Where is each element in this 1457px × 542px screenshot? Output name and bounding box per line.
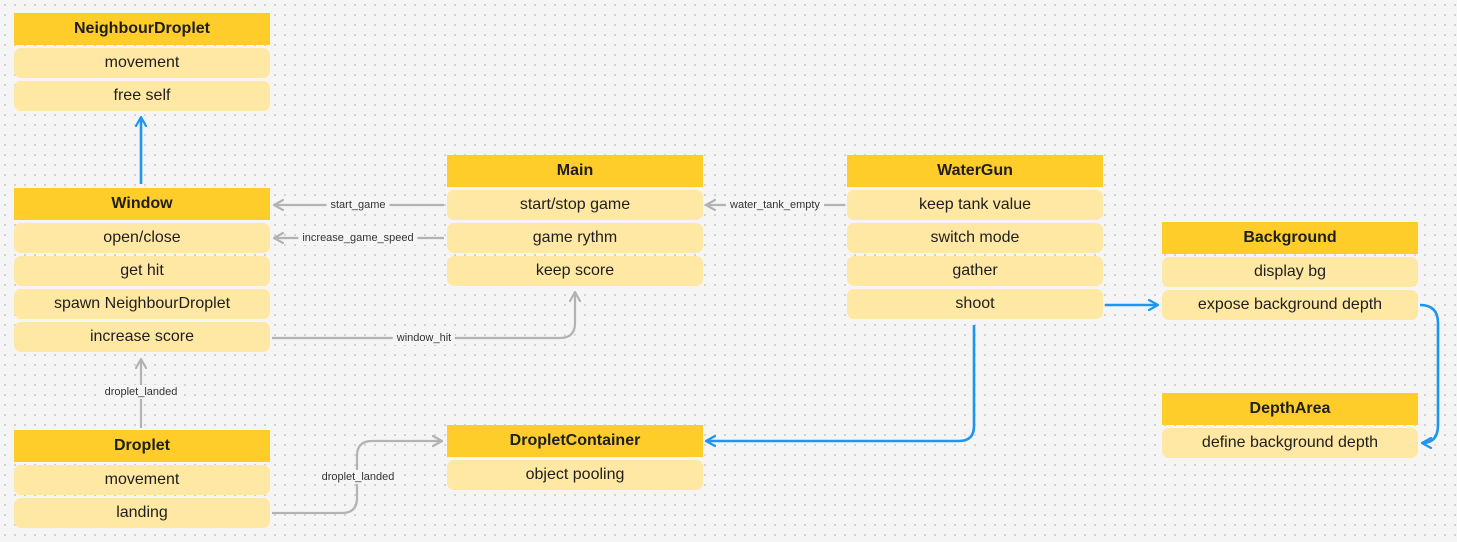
node-item: display bg (1162, 257, 1418, 287)
node-item: gather (847, 256, 1103, 286)
node-title: Main (447, 155, 703, 187)
node-main[interactable]: Main start/stop game game rythm keep sco… (447, 155, 703, 286)
node-item: switch mode (847, 223, 1103, 253)
edge-label-droplet-landed-container: droplet_landed (317, 470, 399, 484)
node-title: DropletContainer (447, 425, 703, 457)
node-item: keep tank value (847, 190, 1103, 220)
node-title: DepthArea (1162, 393, 1418, 425)
node-item: get hit (14, 256, 270, 286)
node-title: Droplet (14, 430, 270, 462)
edge-label-droplet-landed-window: droplet_landed (100, 385, 182, 399)
node-water-gun[interactable]: WaterGun keep tank value switch mode gat… (847, 155, 1103, 319)
node-item: landing (14, 498, 270, 528)
node-item: expose background depth (1162, 290, 1418, 320)
node-item: define background depth (1162, 428, 1418, 458)
node-droplet[interactable]: Droplet movement landing (14, 430, 270, 528)
node-title: WaterGun (847, 155, 1103, 187)
node-neighbour-droplet[interactable]: NeighbourDroplet movement free self (14, 13, 270, 111)
node-item: movement (14, 465, 270, 495)
node-item: movement (14, 48, 270, 78)
node-title: Window (14, 188, 270, 220)
edge-watergun-to-container (706, 325, 976, 441)
node-item: start/stop game (447, 190, 703, 220)
node-item: shoot (847, 289, 1103, 319)
edge-label-increase-game-speed: increase_game_speed (298, 231, 418, 245)
node-item: increase score (14, 322, 270, 352)
edge-label-water-tank-empty: water_tank_empty (726, 198, 824, 212)
edge-label-window-hit: window_hit (392, 331, 456, 345)
node-item: free self (14, 81, 270, 111)
node-item: object pooling (447, 460, 703, 490)
node-item: spawn NeighbourDroplet (14, 289, 270, 319)
node-background[interactable]: Background display bg expose background … (1162, 222, 1418, 320)
node-window[interactable]: Window open/close get hit spawn Neighbou… (14, 188, 270, 352)
node-droplet-container[interactable]: DropletContainer object pooling (447, 425, 703, 490)
node-depth-area[interactable]: DepthArea define background depth (1162, 393, 1418, 458)
edge-label-start-game: start_game (326, 198, 390, 212)
node-title: NeighbourDroplet (14, 13, 270, 45)
node-item: open/close (14, 223, 270, 253)
node-item: keep score (447, 256, 703, 286)
edge-background-to-depth (1419, 303, 1440, 443)
edge-window-hit (272, 292, 575, 340)
node-item: game rythm (447, 223, 703, 253)
node-title: Background (1162, 222, 1418, 254)
